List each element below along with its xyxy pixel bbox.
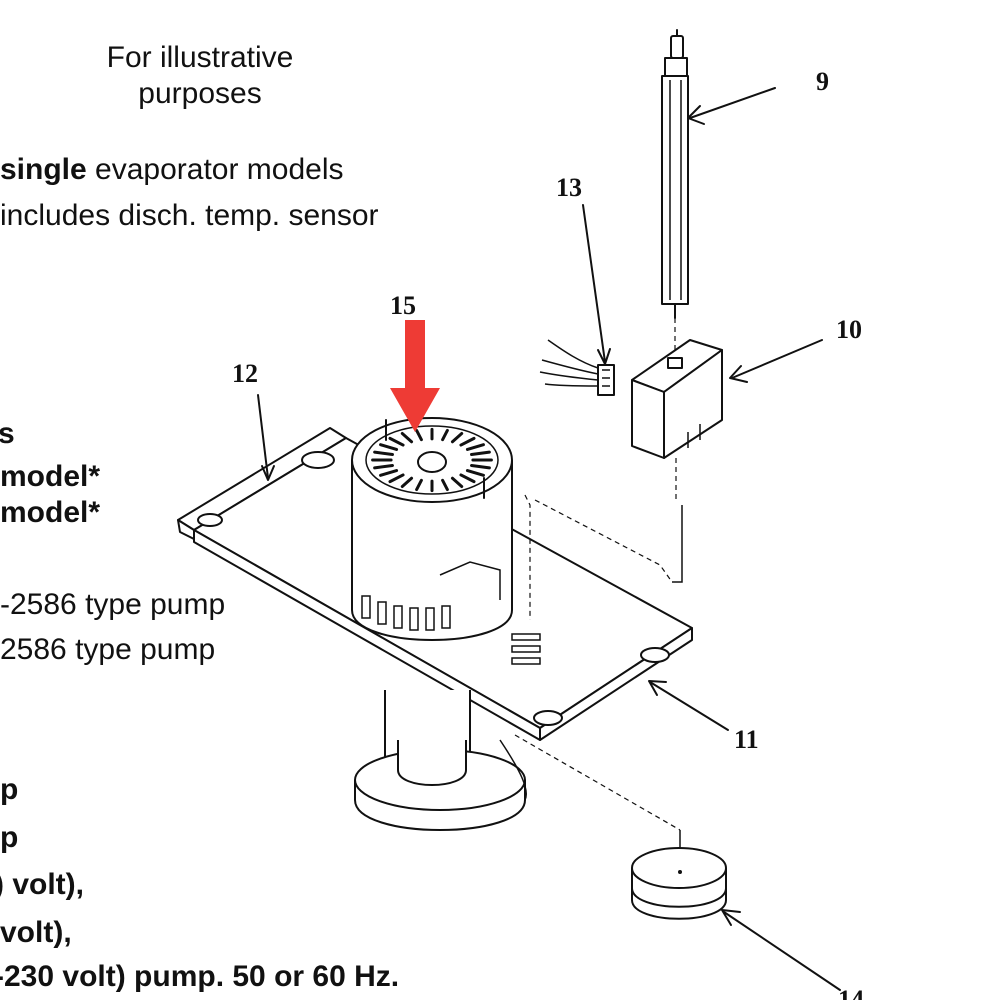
- motor-vent-slot: [379, 443, 399, 451]
- text-line-1: single evaporator models: [0, 153, 344, 187]
- motor-vent-slot: [415, 428, 423, 442]
- callout-14: 14: [838, 985, 864, 1000]
- text-line-10: ) volt),: [0, 868, 84, 901]
- motor-vent-slot: [450, 431, 464, 444]
- motor-vent-slot: [441, 478, 449, 492]
- text-line-9: p: [0, 821, 19, 854]
- motor-vent-slot: [373, 463, 394, 470]
- motor-base-vents: [361, 595, 451, 631]
- callout-15: 15: [390, 291, 416, 320]
- motor-vent-slot: [465, 469, 485, 477]
- text-line-11: volt),: [0, 916, 72, 949]
- motor-vent-slot: [388, 436, 405, 447]
- callout-9: 9: [816, 67, 829, 96]
- callout-12: 12: [232, 359, 258, 388]
- text-line-3: s: [0, 417, 15, 450]
- motor-vent-slot: [470, 450, 491, 457]
- text-line-6: -2586 type pump: [0, 588, 226, 621]
- caption-line-2: purposes: [138, 77, 262, 110]
- bracket-slots: [511, 633, 541, 665]
- text-line-12: -230 volt) pump. 50 or 60 Hz.: [0, 960, 400, 993]
- caption-line-1: For illustrative: [106, 41, 294, 74]
- motor-vent-slot: [459, 436, 476, 447]
- motor-vent-slot: [388, 473, 405, 484]
- motor-vent-slot: [373, 450, 394, 457]
- motor-vent-slot: [459, 473, 476, 484]
- motor-vents: [371, 427, 493, 493]
- motor-vent-slot: [441, 428, 449, 442]
- motor-vent-slot: [379, 469, 399, 477]
- text-line-7: 2586 type pump: [0, 633, 216, 666]
- highlight-arrow: [390, 320, 440, 432]
- part-9-probe-rod: [661, 29, 689, 360]
- text-line-1-bold: single: [0, 153, 87, 186]
- motor-vent-slot: [450, 476, 464, 489]
- text-line-5: model*: [0, 496, 101, 529]
- motor-vent-slot: [400, 476, 414, 489]
- text-line-8: p: [0, 773, 19, 806]
- text-line-2: includes disch. temp. sensor: [0, 199, 379, 232]
- motor-vent-slot: [470, 463, 491, 470]
- callout-11: 11: [734, 725, 759, 754]
- illustrative-caption: For illustrative purposes: [80, 40, 320, 112]
- motor-vent-slot: [415, 478, 423, 492]
- motor-vent-slot: [465, 443, 485, 451]
- motor-vent-slot: [400, 431, 414, 444]
- leader-arrows: [257, 87, 841, 991]
- pump-housing: [354, 690, 527, 831]
- callout-10: 10: [836, 315, 862, 344]
- part-14-float-weight: [514, 734, 727, 920]
- part-13-connector: [539, 339, 615, 396]
- part-11-bracket-edge: [524, 494, 673, 620]
- text-line-4: model*: [0, 460, 101, 493]
- callout-13: 13: [556, 173, 582, 202]
- text-line-1-rest: evaporator models: [86, 153, 344, 186]
- part-15-motor: [351, 417, 513, 641]
- part-10-probe-holder: [631, 339, 723, 583]
